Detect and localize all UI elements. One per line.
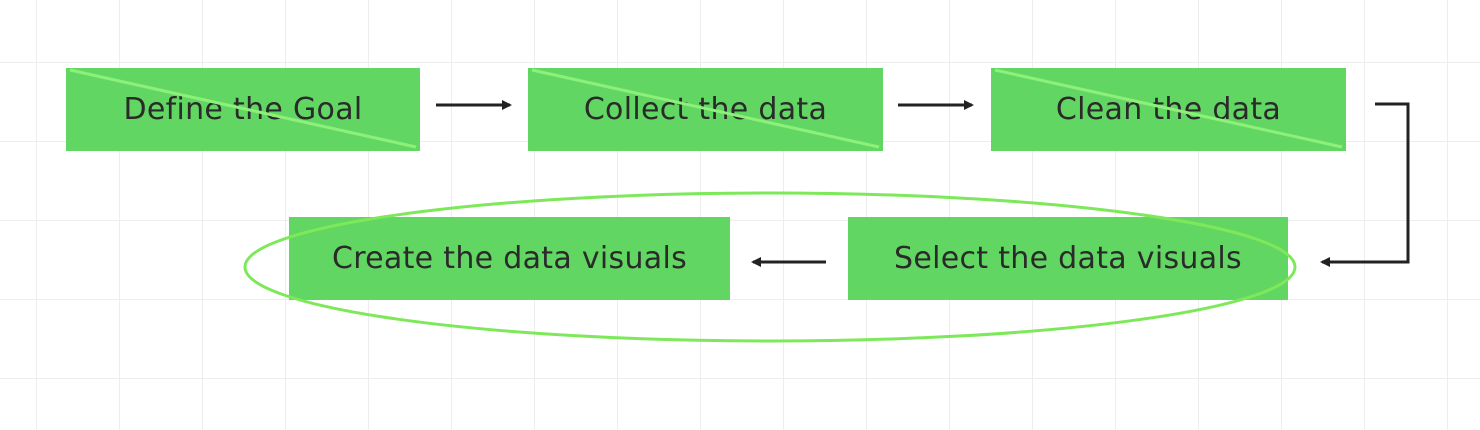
- step-create-visuals: Create the data visuals: [289, 217, 730, 300]
- step-create-visuals-label: Create the data visuals: [331, 241, 688, 276]
- step-clean-data: Clean the data: [991, 68, 1346, 151]
- step-clean-data-label: Clean the data: [1055, 92, 1282, 127]
- step-define-goal-label: Define the Goal: [123, 92, 363, 127]
- step-select-visuals: Select the data visuals: [848, 217, 1288, 300]
- step-collect-data: Collect the data: [528, 68, 883, 151]
- step-select-visuals-label: Select the data visuals: [894, 241, 1242, 276]
- step-define-goal: Define the Goal: [66, 68, 420, 151]
- step-collect-data-label: Collect the data: [583, 92, 828, 127]
